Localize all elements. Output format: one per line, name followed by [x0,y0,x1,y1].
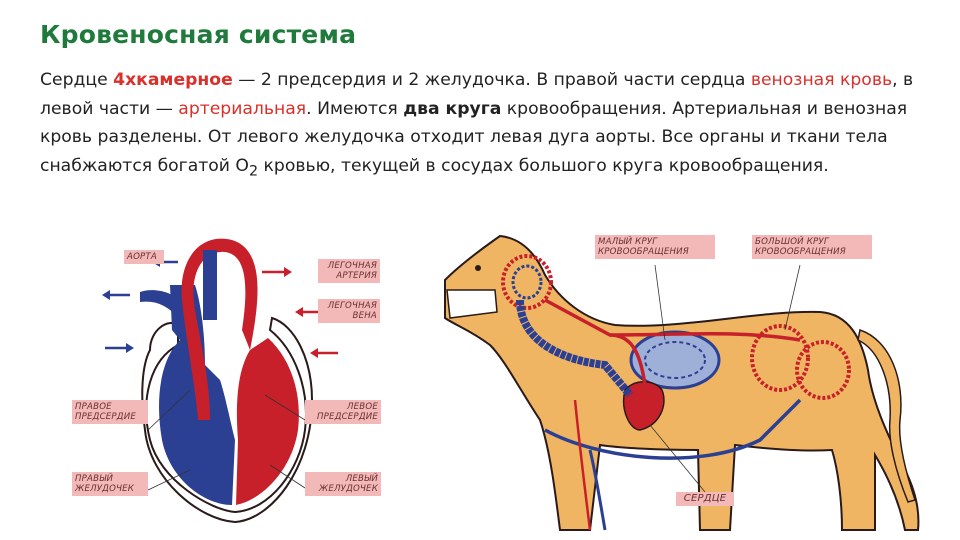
label-big-circle: БОЛЬШОЙ КРУГ КРОВООБРАЩЕНИЯ [752,235,872,259]
dog-eye [475,265,481,271]
label-heart: СЕРДЦЕ [676,492,734,506]
label-small-circle: МАЛЫЙ КРУГ КРОВООБРАЩЕНИЯ [595,235,715,259]
